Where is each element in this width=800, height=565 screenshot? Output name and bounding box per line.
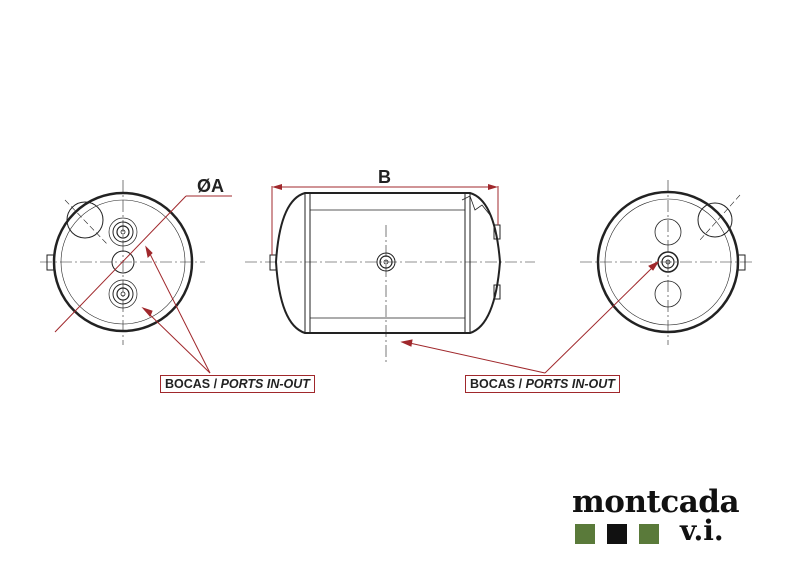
brand-logo-suffix: v.i. — [680, 514, 724, 547]
length-label: B — [378, 167, 391, 187]
ports-label-text: BOCAS / — [470, 377, 526, 391]
left-end-view — [40, 180, 232, 345]
diameter-label: ØA — [197, 176, 224, 196]
leader-arrows — [141, 245, 660, 374]
brand-square — [639, 524, 659, 544]
ports-label-italic: PORTS IN-OUT — [525, 377, 615, 391]
right-end-view — [580, 180, 755, 345]
ports-label-left: BOCAS / PORTS IN-OUT — [160, 375, 315, 393]
side-view — [245, 184, 535, 362]
ports-label-text: BOCAS / — [165, 377, 221, 391]
brand-square — [575, 524, 595, 544]
ports-label-right: BOCAS / PORTS IN-OUT — [465, 375, 620, 393]
brand-logo-name: montcada — [572, 484, 740, 520]
brand-square — [607, 524, 627, 544]
ports-label-italic: PORTS IN-OUT — [220, 377, 310, 391]
